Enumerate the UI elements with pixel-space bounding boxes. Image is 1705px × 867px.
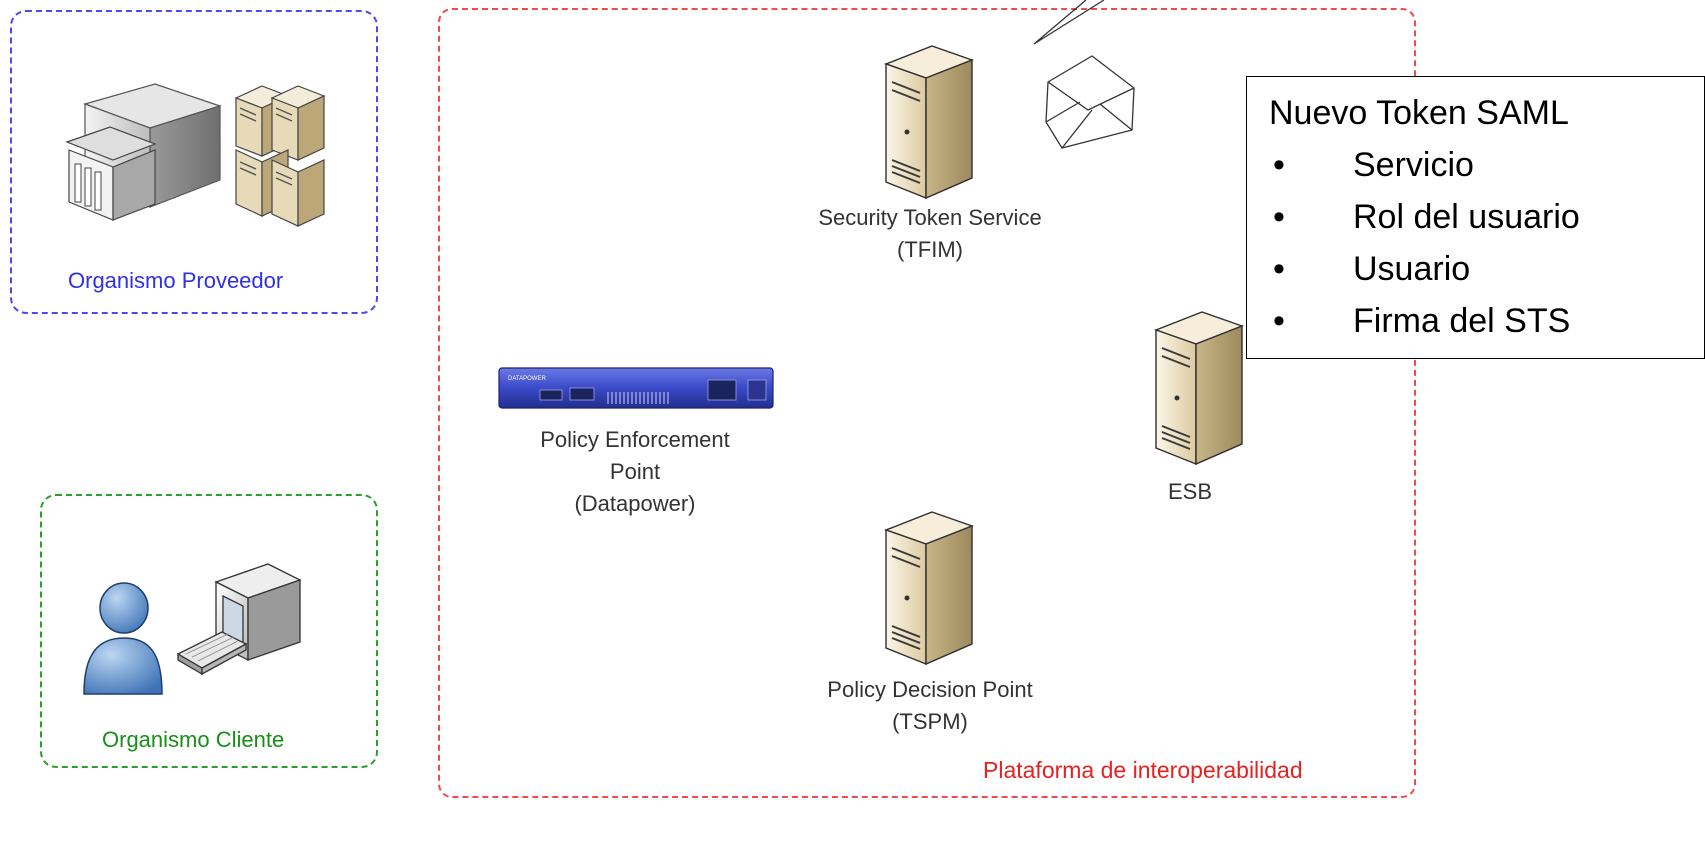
pdp-label-line2: (TSPM) <box>892 708 968 734</box>
list-item: • Usuario <box>1269 243 1704 295</box>
esb-label-line1: ESB <box>1167 479 1213 504</box>
callout-title: Nuevo Token SAML <box>1269 94 1569 132</box>
list-item: • Firma del STS <box>1269 295 1704 347</box>
pep-label-line2: Point <box>609 458 661 484</box>
esb-server-icon <box>1153 311 1245 466</box>
saml-token-callout: Nuevo Token SAML • Servicio • Rol del usua… <box>1246 76 1705 359</box>
sts-server-icon <box>883 45 975 200</box>
government-building-icon <box>65 83 222 221</box>
callout-item-text: Rol del usuario <box>1353 198 1580 236</box>
bullet: • <box>1273 250 1285 288</box>
provider-zone <box>10 10 378 314</box>
sts-label-line1: Security Token Service <box>818 205 1042 230</box>
datapower-appliance-icon: DATAPOWER <box>498 367 774 409</box>
esb-label: ESB <box>1140 476 1240 508</box>
list-item: • Rol del usuario <box>1269 191 1704 243</box>
pdp-label: Policy Decision Point (TSPM) <box>790 674 1070 738</box>
sts-label: Security Token Service (TFIM) <box>790 202 1070 266</box>
callout-item-text: Servicio <box>1353 146 1474 184</box>
bullet: • <box>1273 146 1285 184</box>
list-item: • Servicio <box>1269 139 1704 191</box>
desktop-computer-icon <box>176 563 302 676</box>
provider-zone-label: Organismo Proveedor <box>68 268 284 293</box>
bullet: • <box>1273 302 1285 340</box>
server-stack-icon <box>234 85 326 227</box>
callout-pointer <box>1033 0 1105 45</box>
callout-item-text: Firma del STS <box>1353 302 1571 340</box>
pdp-server-icon <box>883 511 975 666</box>
client-zone-label: Organismo Cliente <box>102 727 285 752</box>
callout-list: • Servicio • Rol del usuario • Usuario • Fir… <box>1269 139 1704 347</box>
pdp-label-line1: Policy Decision Point <box>827 677 1033 702</box>
envelope-icon <box>1045 55 1135 149</box>
platform-zone-label: Plataforma de interoperabilidad <box>983 757 1303 783</box>
client-zone <box>40 494 378 768</box>
callout-item-text: Usuario <box>1353 250 1471 288</box>
sts-label-line2: (TFIM) <box>897 236 963 262</box>
pep-label: Policy Enforcement Point (Datapower) <box>500 424 770 520</box>
appliance-brand: DATAPOWER <box>508 376 546 382</box>
bullet: • <box>1273 198 1285 236</box>
platform-zone <box>438 8 1416 798</box>
user-icon <box>83 582 163 695</box>
pep-label-line1: Policy Enforcement <box>540 427 730 452</box>
pep-label-line3: (Datapower) <box>574 490 696 516</box>
